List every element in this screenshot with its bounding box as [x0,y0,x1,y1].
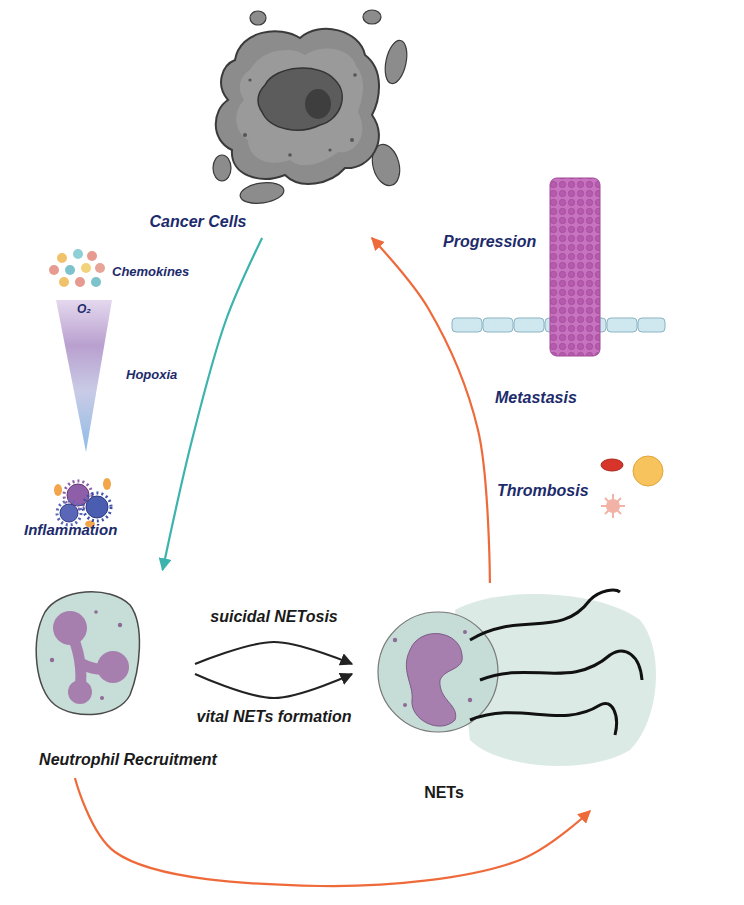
chemokine-dots-part [49,265,59,275]
chemokine-dots [49,249,105,287]
inflammation-icon-part [67,484,89,506]
tumor-cell-column [550,178,600,356]
net-icon-part [470,703,617,735]
tumor-cell-column-part [550,178,600,356]
cancer-cell-icon-part [216,29,379,184]
cancer-cell-icon-part [248,78,251,81]
cancer-cell-icon [213,10,410,206]
chemokine-dots-part [73,249,83,259]
edge-label: vital NETs formation [197,707,352,726]
edge-label: suicidal NETosis [210,607,337,626]
arrow-connector [195,674,352,698]
annotation-label: Progression [443,232,536,251]
vessel-wall-part [483,318,513,332]
net-icon-part [470,590,620,640]
net-icon [378,590,656,766]
inflammation-icon-part [54,484,62,496]
neutrophil-icon-part [100,696,104,700]
vessel-wall-part [607,318,637,332]
thrombosis-icon-part [633,456,663,486]
neutrophil-icon-part [68,680,92,704]
node-label: Cancer Cells [150,212,247,231]
cancer-cell-icon-part [288,153,292,157]
oxygen-gradient [56,300,112,452]
net-icon-part [378,612,498,732]
annotation-label: Metastasis [495,388,577,407]
vessel-wall-part [452,318,482,332]
inflammation-icon-part [83,493,111,521]
annotation-label: O₂ [77,302,91,316]
chemokine-dots-part [75,277,85,287]
vessel-wall-part [638,318,665,332]
cancer-cell-icon-part [243,133,247,137]
cancer-cell-icon-part [236,49,363,166]
chemokine-dots-part [95,263,105,273]
net-icon-part [393,638,397,642]
chemokine-dots-part [59,277,69,287]
annotation-label: Inflammation [24,521,117,539]
arrow-connector [372,238,490,583]
neutrophil-icon-part [94,610,98,614]
node-label: NETs [424,783,464,802]
nets-node: NETs [352,583,664,811]
inflammation-icon-part [86,496,108,518]
annotation-label: Thrombosis [497,481,589,500]
arrow-connector [163,238,262,570]
thrombosis-icon-part [601,494,625,518]
vessel-wall-part [514,318,544,332]
chemokine-dots-part [65,265,75,275]
cancer-cell-icon-part [350,138,354,142]
thrombosis-icon [601,456,663,518]
cancer-cell-icon-part [382,38,411,85]
cancer-cell-icon-part [258,68,342,130]
neutrophil-icon-part [97,651,129,683]
net-icon-part [480,651,642,680]
annotation-label: Chemokines [112,264,189,280]
net-icon-part [403,703,407,707]
arrow-connector [195,642,352,664]
annotation-label: Hopoxia [126,367,177,383]
chemokine-dots-part [91,277,101,287]
neutrophil-node: Neutrophil Recruitment [15,570,195,778]
inflammation-icon-part [103,478,111,490]
cancer-cell-icon-part [213,155,231,181]
thrombosis-icon-part [601,459,623,471]
neutrophil-icon-part [50,658,54,662]
inflammation-icon [54,478,111,528]
node-label: Neutrophil Recruitment [39,750,217,769]
cancer-cell-icon-part [239,180,285,206]
cancer-cell-icon-part [363,10,381,24]
arrow-connector [75,778,590,886]
neutrophil-icon [36,592,139,715]
net-icon-part [468,698,472,702]
cancer-cell-icon-part [353,73,357,77]
inflammation-icon-part [60,504,78,522]
neutrophil-icon-part [53,611,87,645]
chemokine-dots-part [87,251,97,261]
cancer-cell-icon-part [328,148,331,151]
chemokine-dots-part [57,253,67,263]
cancer-cell-icon-part [250,11,266,25]
oxygen-gradient-part [56,300,112,452]
neutrophil-icon-part [36,592,139,715]
neutrophil-icon-part [118,623,122,627]
cancer-cells-node: Cancer Cells [140,8,402,238]
cancer-cell-icon-part [305,89,331,119]
net-icon-part [463,630,467,634]
chemokine-dots-part [81,263,91,273]
net-icon-part [406,634,462,727]
